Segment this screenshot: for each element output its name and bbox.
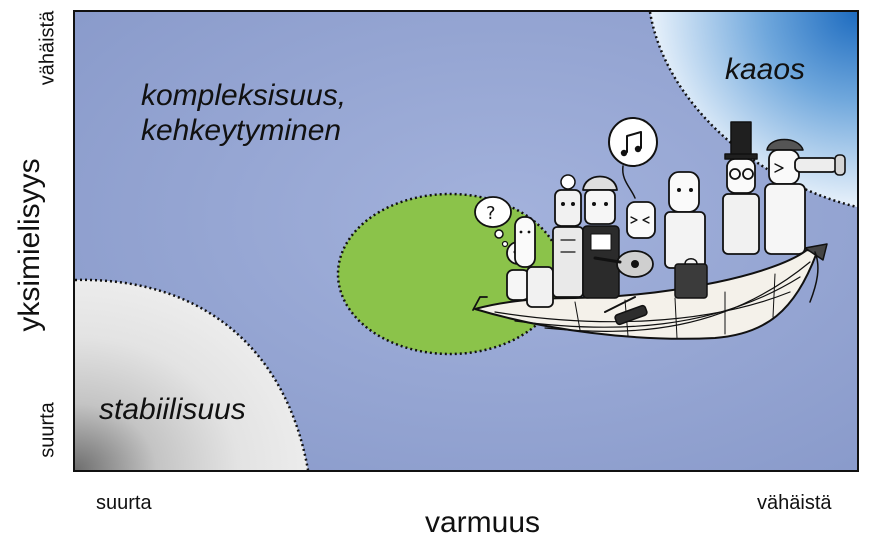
stability-zone [75, 279, 308, 470]
stability-zone-label: stabiilisuus [99, 393, 246, 426]
stability-zone-border [75, 278, 310, 470]
diagram-graphic: ? [75, 12, 857, 470]
people-in-boat-illustration: ? [472, 117, 846, 340]
complexity-zone-label-line-2: kehkeytyminen [141, 114, 342, 148]
x-axis-title: varmuus [425, 506, 541, 539]
x-axis-low-label: suurta [96, 492, 152, 514]
y-axis-low-label: suurta [36, 402, 59, 458]
complexity-zone-label: kompleksisuus, kehkeytyminen [141, 78, 346, 149]
x-axis-high-label: vähäistä [757, 492, 832, 514]
svg-text:?: ? [486, 203, 496, 224]
complexity-zone-label-line-1: kompleksisuus, [141, 79, 347, 112]
y-axis-title: yksimielisyys [13, 158, 46, 332]
y-axis-high-label: vähäistä [36, 10, 59, 86]
y-axis-high-wrapper: vähäistä [18, 11, 78, 86]
y-axis-low-wrapper: suurta [18, 400, 78, 460]
chaos-zone-border [648, 12, 857, 209]
chaos-zone-label: kaaos [725, 53, 806, 86]
y-axis-title-wrapper: yksimielisyys [0, 158, 60, 331]
diagram-panel: ? [73, 10, 859, 472]
